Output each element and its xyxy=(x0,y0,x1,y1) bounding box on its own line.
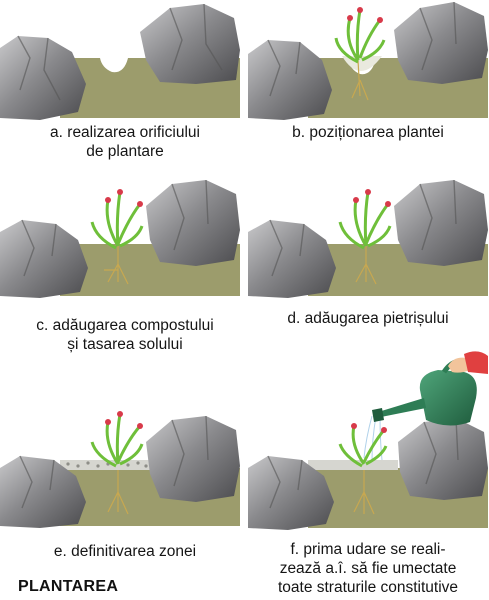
gravel-layer xyxy=(60,460,150,470)
left-rock xyxy=(0,219,88,298)
caption-d: d. adăugarea pietrișului xyxy=(248,309,488,328)
caption-e: e. definitivarea zonei xyxy=(0,542,250,561)
caption-c: c. adăugarea compostului și tasarea solu… xyxy=(0,316,250,354)
plant xyxy=(338,189,392,285)
right-rock xyxy=(140,3,240,84)
caption-b: b. poziționarea plantei xyxy=(248,123,488,142)
panel-b-illustration xyxy=(248,0,488,120)
gravel-dots xyxy=(66,461,148,468)
panel-c-illustration xyxy=(0,178,240,298)
diagram-title: PLANTAREA xyxy=(18,578,119,595)
caption-f-line2: zează a.î. să fie umectate xyxy=(279,560,457,577)
panel-d-illustration xyxy=(248,178,488,298)
right-rock xyxy=(146,179,240,266)
caption-b-line1: b. poziționarea plantei xyxy=(292,124,444,141)
right-rock xyxy=(146,415,240,502)
left-rock xyxy=(248,455,334,530)
plant xyxy=(338,423,388,515)
caption-a: a. realizarea orificiului de plantare xyxy=(0,123,250,161)
left-rock xyxy=(248,39,332,120)
right-rock xyxy=(398,417,488,500)
caption-a-line2: de plantare xyxy=(86,143,164,160)
panel-f-illustration xyxy=(248,350,488,530)
caption-e-line1: e. definitivarea zonei xyxy=(53,543,197,560)
caption-d-line1: d. adăugarea pietrișului xyxy=(287,310,449,327)
caption-a-line1: a. realizarea orificiului xyxy=(50,124,200,141)
caption-c-line2: și tasarea solului xyxy=(67,336,183,353)
hand xyxy=(448,351,488,374)
panel-a-illustration xyxy=(0,0,240,120)
panel-e-illustration xyxy=(0,408,240,528)
watering-can xyxy=(372,358,477,426)
left-rock xyxy=(0,35,86,120)
caption-c-line1: c. adăugarea compostului xyxy=(36,317,214,334)
plant xyxy=(90,189,144,285)
plant xyxy=(334,7,386,101)
caption-f-line1: f. prima udare se reali- xyxy=(290,541,446,558)
caption-f: f. prima udare se reali- zează a.î. să f… xyxy=(248,540,488,597)
caption-f-line3: toate straturile constitutive xyxy=(277,579,459,596)
left-rock xyxy=(248,219,336,298)
plant xyxy=(90,411,144,515)
right-rock xyxy=(394,1,488,84)
left-rock xyxy=(0,455,86,528)
right-rock xyxy=(394,179,488,266)
gravel-layer xyxy=(308,460,398,470)
